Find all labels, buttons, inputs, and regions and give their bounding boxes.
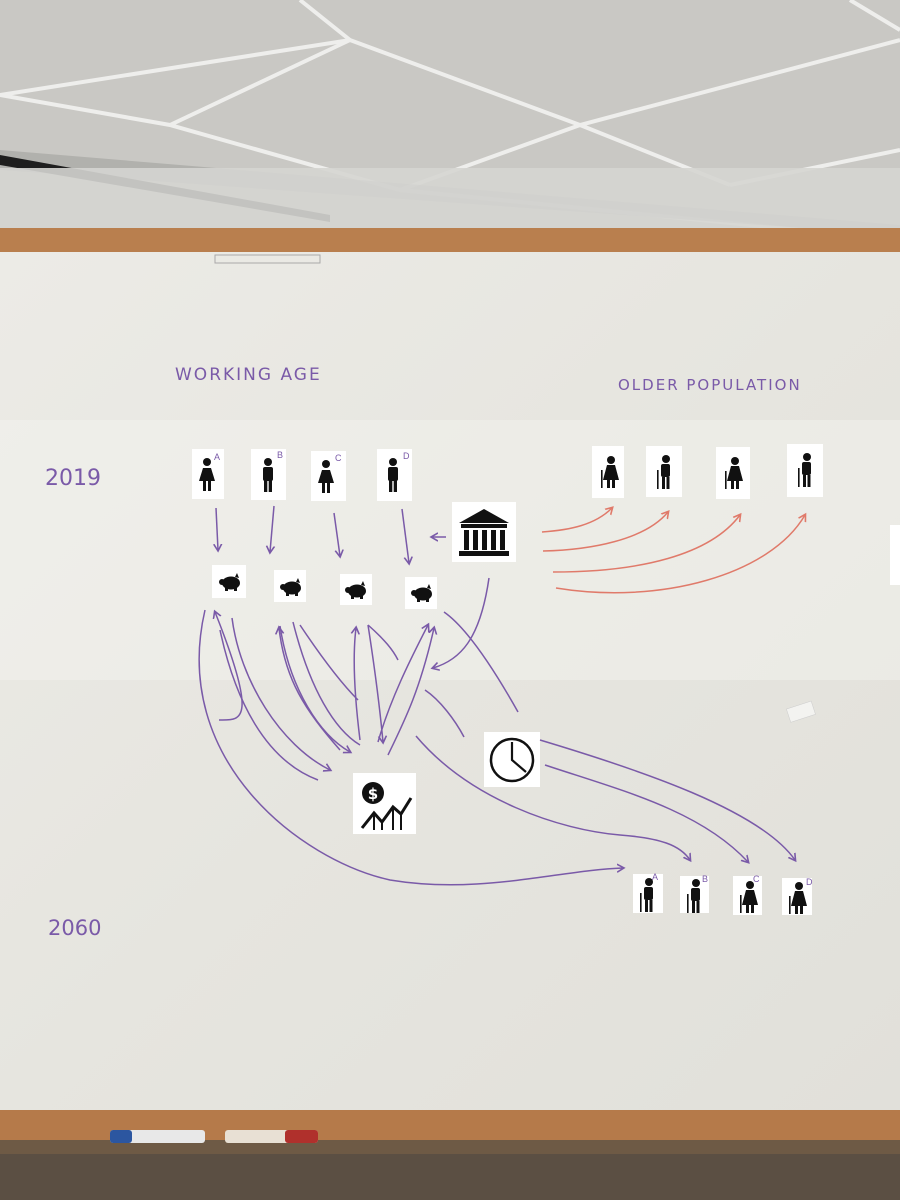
tape-piece: [786, 700, 816, 723]
piggy-bank-icon: [274, 570, 306, 602]
board-frame-top: [0, 228, 900, 256]
future-older-person-a: A: [633, 872, 663, 913]
piggy-bank-icon: [212, 565, 246, 598]
year-2019: 2019: [45, 466, 101, 491]
clock-icon: [484, 732, 540, 787]
bank-icon: [452, 502, 516, 562]
svg-text:B: B: [702, 874, 708, 884]
whiteboard-surface: [0, 252, 900, 1110]
heading-older-population: OLDER POPULATION: [618, 376, 802, 394]
heading-working-age: WORKING AGE: [175, 365, 322, 385]
working-person-a: A: [192, 449, 224, 499]
year-2060: 2060: [48, 916, 101, 940]
svg-text:C: C: [335, 453, 342, 463]
older-person-1: [592, 446, 624, 498]
svg-text:D: D: [806, 877, 813, 887]
svg-text:A: A: [214, 452, 220, 462]
future-older-person-c: C: [733, 874, 762, 915]
pension-arrows: [541, 508, 805, 594]
working-person-b: B: [251, 449, 286, 500]
svg-text:D: D: [403, 451, 410, 461]
older-person-2: [646, 446, 682, 497]
marker-blue: [110, 1130, 205, 1143]
working-person-c: C: [311, 451, 346, 501]
partial-card: [890, 525, 900, 585]
contribution-arrows: [216, 505, 446, 563]
working-person-d: D: [377, 449, 412, 501]
piggy-bank-icon: [405, 577, 437, 609]
svg-text:A: A: [652, 872, 658, 882]
marker-red: [225, 1130, 318, 1143]
future-older-person-d: D: [782, 877, 813, 915]
older-person-3: [716, 447, 750, 499]
flow-arrows: [198, 577, 795, 886]
future-older-person-b: B: [680, 874, 709, 913]
piggy-bank-icon: [340, 574, 372, 605]
older-person-4: [787, 444, 823, 497]
svg-text:C: C: [753, 874, 760, 884]
investment-growth-icon: $: [353, 773, 416, 834]
svg-text:B: B: [277, 450, 283, 460]
svg-text:$: $: [368, 785, 378, 803]
